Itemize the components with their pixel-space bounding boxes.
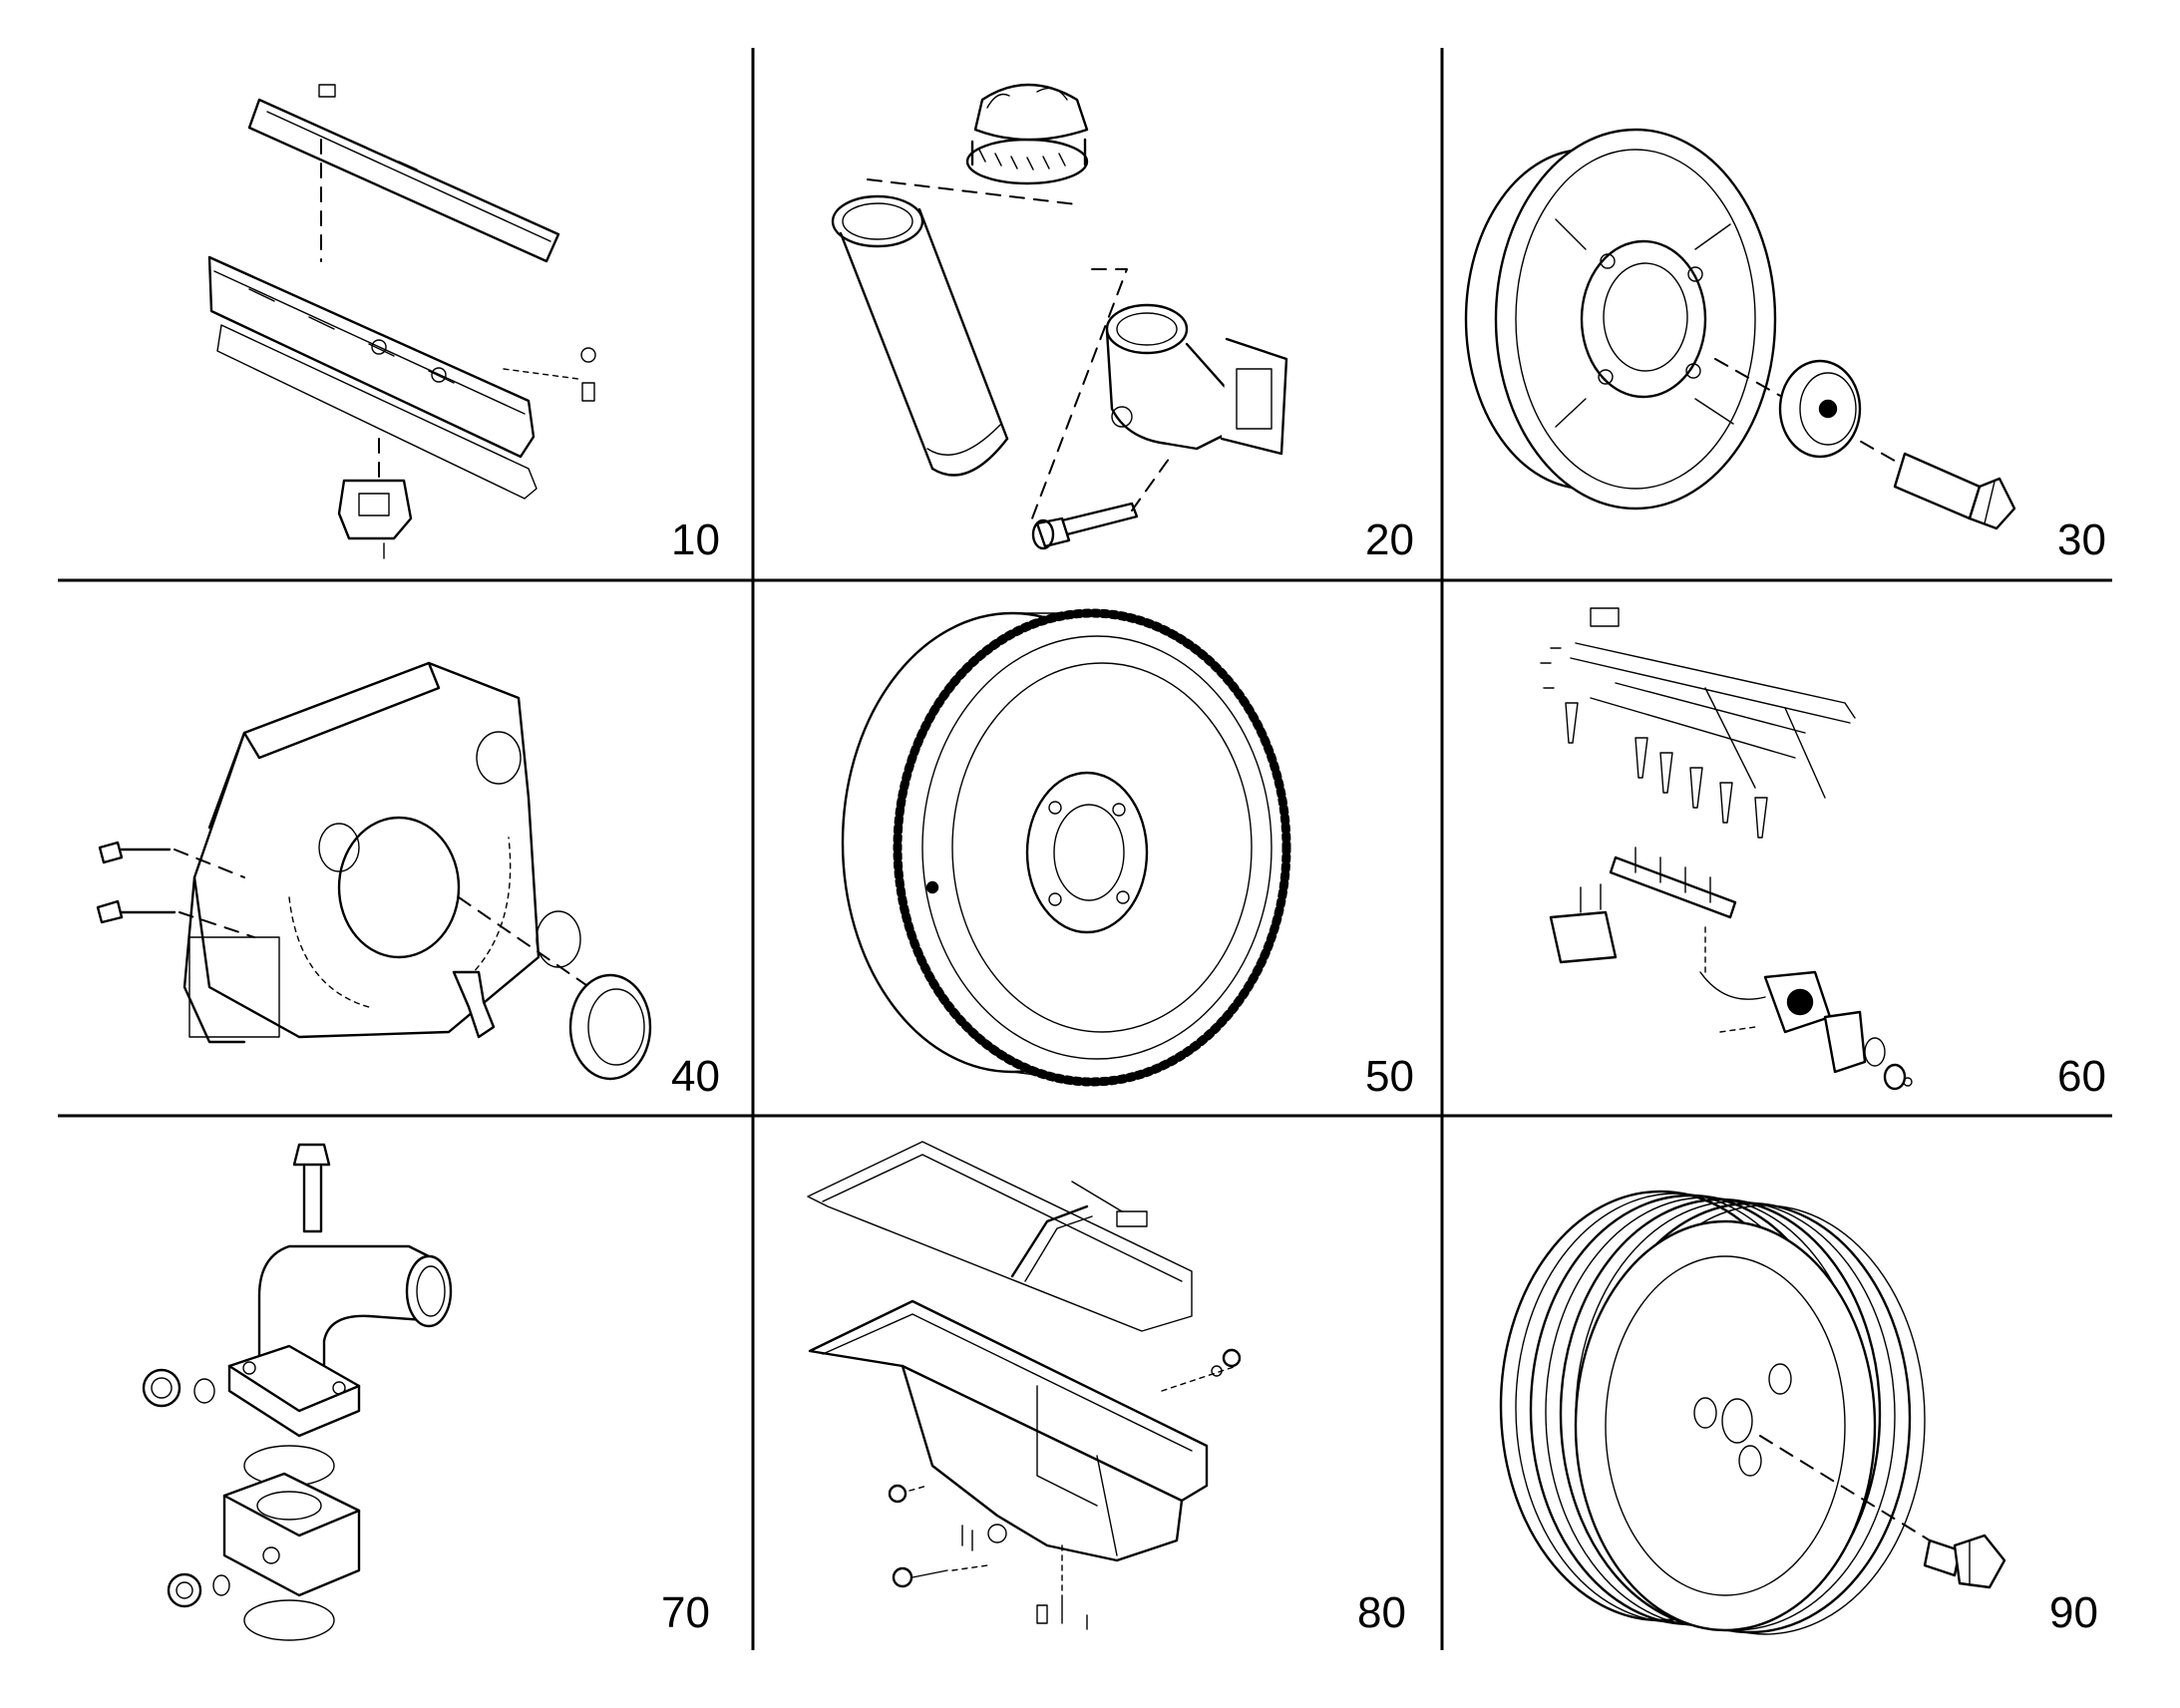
valve-cover-assembly-icon: [207, 84, 596, 559]
cell-number: 10: [671, 515, 720, 564]
cell-number: 30: [2057, 515, 2106, 564]
cell-80[interactable]: 80: [807, 1141, 1406, 1637]
flywheel-ring-gear-icon: [841, 608, 1291, 1087]
water-outlet-elbow-icon: [142, 1143, 453, 1641]
oil-pan-assembly-icon: [807, 1141, 1242, 1630]
cell-number: 70: [661, 1588, 710, 1637]
cell-90[interactable]: 90: [1499, 1190, 2098, 1637]
cell-number: 50: [1365, 1052, 1414, 1101]
belt-pulley-icon: [1499, 1190, 2006, 1635]
cell-30[interactable]: 30: [1464, 128, 2106, 564]
cell-40[interactable]: 40: [96, 661, 720, 1101]
grid-lines: [58, 48, 2112, 1650]
crankshaft-damper-icon: [1464, 128, 2016, 530]
cell-number: 20: [1365, 515, 1414, 564]
cell-10[interactable]: 10: [207, 84, 720, 564]
cell-number: 80: [1357, 1588, 1406, 1637]
cell-60[interactable]: 60: [1540, 607, 2106, 1101]
cell-20[interactable]: 20: [831, 83, 1414, 564]
cell-number: 90: [2049, 1588, 2098, 1637]
oil-filler-tube-cap-icon: [831, 83, 1288, 550]
cell-number: 40: [671, 1052, 720, 1101]
cell-50[interactable]: 50: [841, 608, 1414, 1101]
cell-number: 60: [2057, 1052, 2106, 1101]
fuel-injection-system-icon: [1540, 607, 1913, 1091]
cell-70[interactable]: 70: [142, 1143, 710, 1641]
flywheel-housing-icon: [96, 661, 652, 1081]
